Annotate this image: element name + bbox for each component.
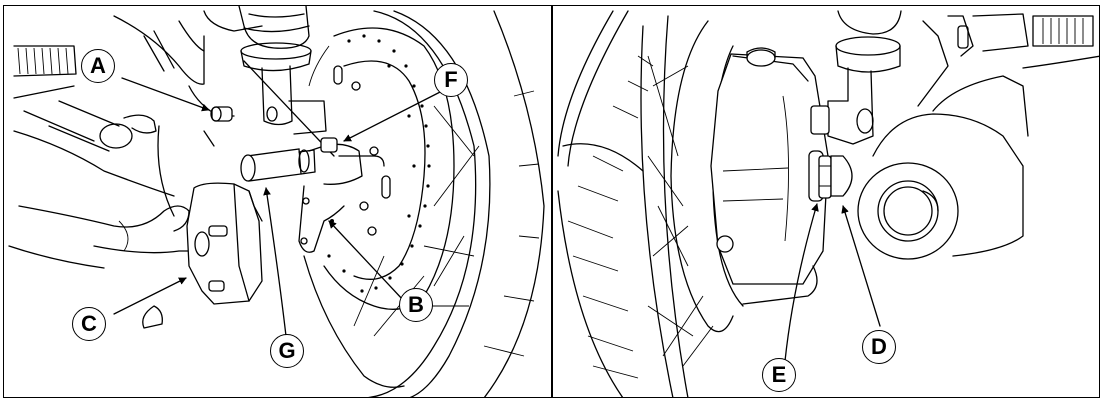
cap-nut-and-washer bbox=[808, 150, 853, 202]
callout-f-nut: F bbox=[434, 63, 468, 97]
leader-lines bbox=[113, 77, 447, 337]
callout-g-wheel-spindle: G bbox=[270, 334, 304, 368]
callout-a-bolt: A bbox=[81, 49, 115, 83]
brake-caliper-part-c bbox=[142, 182, 263, 329]
caliper-removal-illustration bbox=[8, 6, 545, 397]
leader-lines-right bbox=[784, 203, 881, 362]
wheel-spindle-part-g bbox=[240, 148, 316, 182]
footpeg-illustration bbox=[13, 45, 157, 152]
final-drive-housing bbox=[670, 20, 829, 333]
bolt-part-a bbox=[210, 106, 233, 122]
callout-b-brake-disc: B bbox=[399, 288, 433, 322]
hub-and-nut-part-f bbox=[298, 137, 385, 253]
exhaust-silencer bbox=[857, 75, 1029, 260]
callout-e-washer: E bbox=[762, 358, 796, 392]
shock-absorber bbox=[238, 6, 335, 157]
left-panel-caliper-removal: A F B C G bbox=[3, 5, 552, 398]
callout-d-cap-nut: D bbox=[862, 330, 896, 364]
hand-holding-caliper bbox=[8, 130, 190, 269]
shock-absorber-mount bbox=[810, 10, 902, 145]
wheel-spokes bbox=[640, 15, 714, 397]
hub-detail-illustration bbox=[557, 10, 1099, 397]
tyre-tread bbox=[557, 10, 654, 397]
callout-c-brake-caliper: C bbox=[72, 307, 106, 341]
right-panel-hub-detail: D E bbox=[552, 5, 1100, 398]
brake-disc-part-b bbox=[308, 27, 455, 310]
pillion-footpeg-bracket bbox=[917, 13, 1099, 107]
rear-wheel bbox=[303, 10, 545, 397]
cap-nut-part-d bbox=[830, 155, 853, 197]
